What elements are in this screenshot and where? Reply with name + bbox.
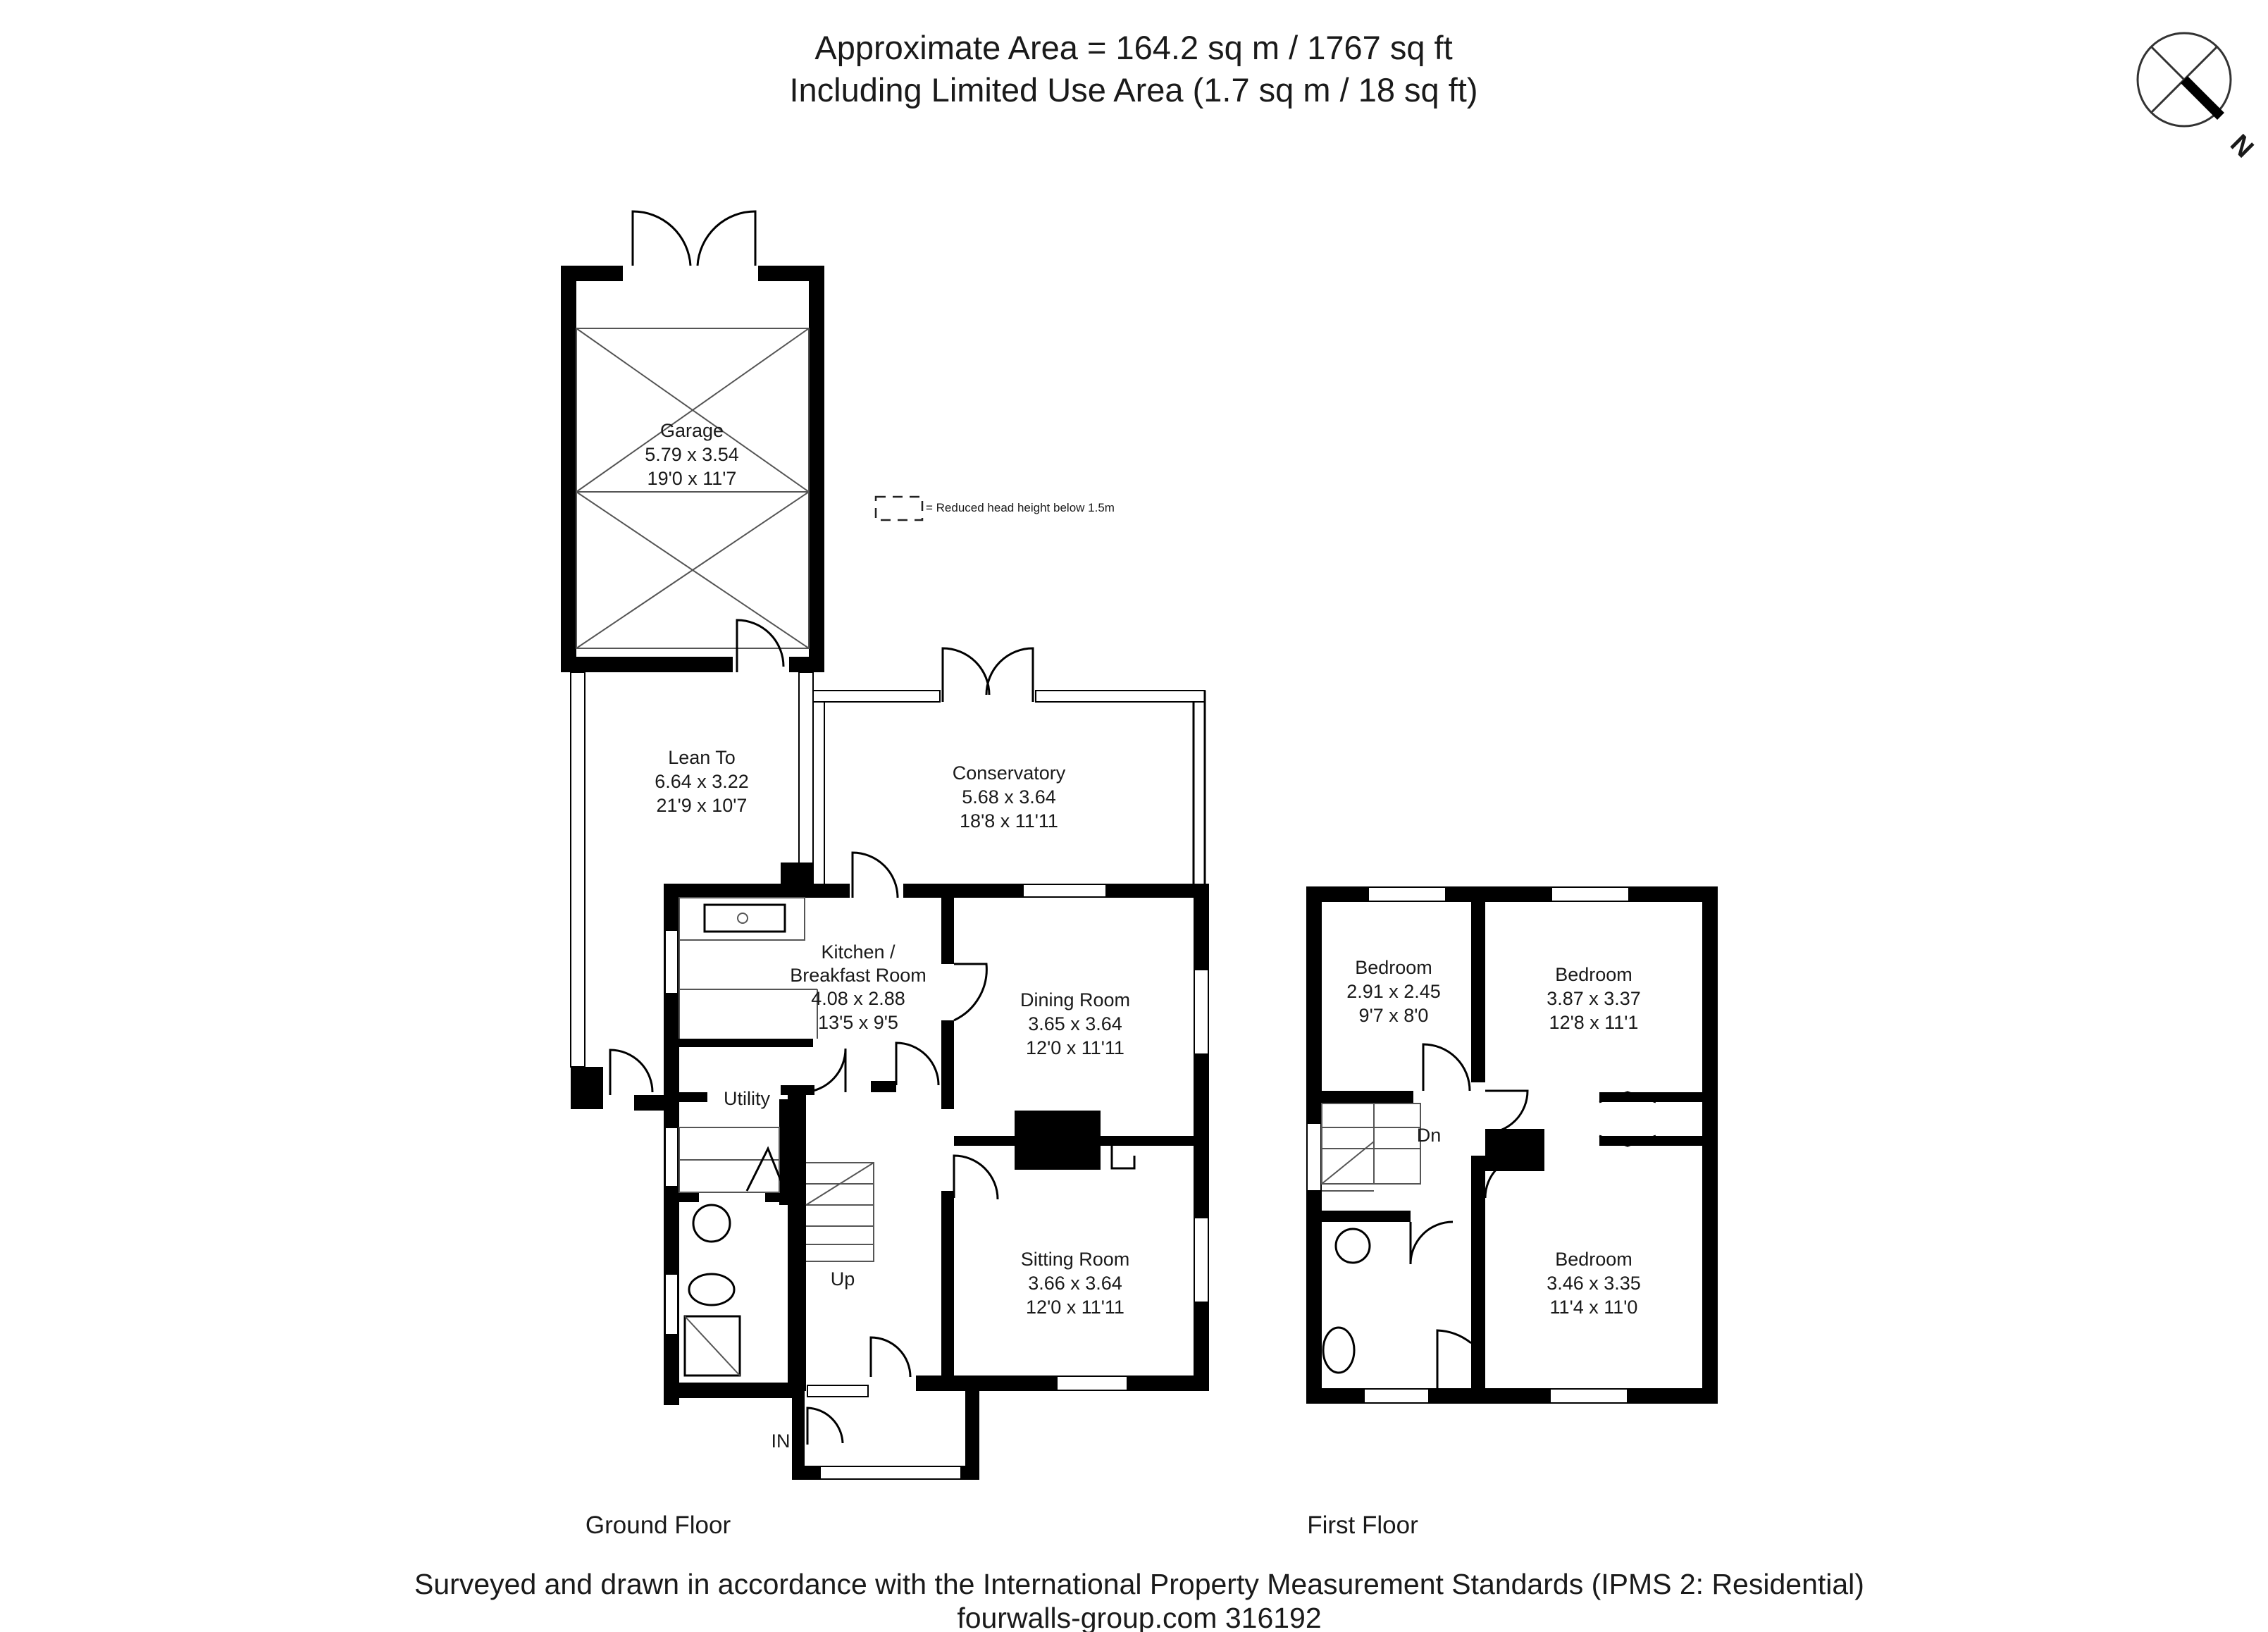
room-name: Kitchen / (821, 941, 896, 963)
room-lean-to: Lean To 6.64 x 3.22 21'9 x 10'7 (655, 747, 749, 816)
room-name: Conservatory (953, 762, 1066, 784)
ground-stairs (805, 1162, 874, 1262)
wardrobe-doors (1599, 1091, 1656, 1147)
right-bedroom-door (1485, 1089, 1529, 1135)
survey-standard-note: Surveyed and drawn in accordance with th… (414, 1568, 1864, 1600)
room-dim-m: 3.66 x 3.64 (1028, 1273, 1122, 1294)
garage-door (736, 619, 785, 672)
room-dim-ft: 19'0 x 11'7 (647, 468, 737, 489)
room-utility: Utility (724, 1088, 770, 1109)
kitchen-fittings (678, 851, 988, 1094)
fireplace-step (1110, 1146, 1136, 1170)
conservatory-walls (812, 647, 1206, 888)
garage-double-doors (631, 210, 757, 266)
room-name: Bedroom (1555, 964, 1632, 985)
room-kitchen: Kitchen / Breakfast Room 4.08 x 2.88 13'… (790, 941, 927, 1033)
room-dim-ft: 12'0 x 11'11 (1026, 1297, 1124, 1318)
kitchen-back-door (851, 851, 899, 898)
room-dining: Dining Room 3.65 x 3.64 12'0 x 11'11 (1020, 989, 1130, 1058)
room-bedroom-lower: Bedroom 3.46 x 3.35 11'4 x 11'0 (1547, 1249, 1641, 1318)
room-dim-m: 3.87 x 3.37 (1547, 988, 1641, 1009)
garage-ceiling-marks (576, 328, 810, 649)
north-compass-icon: N (2136, 32, 2259, 163)
area-summary: Approximate Area = 164.2 sq m / 1767 sq … (814, 29, 1452, 66)
room-name: Sitting Room (1021, 1249, 1130, 1270)
room-name: Bedroom (1355, 957, 1432, 978)
room-dim-m: 3.46 x 3.35 (1547, 1273, 1641, 1294)
legend-text: = Reduced head height below 1.5m (926, 501, 1115, 514)
room-dim-ft: 21'9 x 10'7 (657, 795, 748, 816)
stairs-down-label: Dn (1417, 1125, 1442, 1146)
room-dim-ft: 12'0 x 11'11 (1026, 1037, 1124, 1058)
legend: = Reduced head height below 1.5m (874, 495, 1115, 521)
front-hall-door (869, 1336, 912, 1378)
limited-use-area: Including Limited Use Area (1.7 sq m / 1… (789, 71, 1477, 109)
utility-fittings (678, 1127, 789, 1377)
room-conservatory: Conservatory 5.68 x 3.64 18'8 x 11'11 (953, 762, 1066, 832)
first-floor-label: First Floor (1307, 1512, 1418, 1539)
sitting-room-door (953, 1154, 999, 1200)
room-dim-ft: 12'8 x 11'1 (1549, 1012, 1639, 1033)
hall-kitchen-door (895, 1041, 940, 1086)
garage-walls (561, 266, 824, 672)
entrance-label: IN (772, 1430, 791, 1452)
first-floor-stairs (1321, 1103, 1421, 1192)
ground-floor-plan: Garage 5.79 x 3.54 19'0 x 11'7 Lean To 6… (561, 210, 1209, 1480)
room-sitting: Sitting Room 3.66 x 3.64 12'0 x 11'11 (1021, 1249, 1130, 1318)
sink-icon (703, 903, 786, 933)
shower-tray-icon (683, 1315, 741, 1377)
room-dim-m: 6.64 x 3.22 (655, 771, 749, 792)
ground-floor-label: Ground Floor (585, 1512, 731, 1539)
room-name-2: Breakfast Room (790, 965, 927, 986)
room-bedroom-small: Bedroom 2.91 x 2.45 9'7 x 8'0 (1346, 957, 1441, 1026)
first-floor-plan: Bedroom 2.91 x 2.45 9'7 x 8'0 Bedroom 3.… (1306, 886, 1718, 1404)
utility-door (804, 1048, 847, 1094)
first-floor-walls (1306, 886, 1718, 1404)
shower-icon (1436, 1329, 1472, 1388)
basin-icon (692, 1204, 731, 1243)
room-bedroom-right: Bedroom 3.87 x 3.37 12'8 x 11'1 (1547, 964, 1641, 1033)
porch-entrance-door (806, 1407, 844, 1445)
company-reference: fourwalls-group.com 316192 (957, 1602, 1321, 1632)
lower-bedroom-door (1484, 1154, 1528, 1199)
bathroom-door (1409, 1220, 1454, 1265)
toilet-icon (1322, 1326, 1356, 1374)
room-name: Bedroom (1555, 1249, 1632, 1270)
room-garage: Garage 5.79 x 3.54 19'0 x 11'7 (645, 420, 739, 489)
kitchen-dining-door (953, 963, 988, 1022)
room-dim-ft: 9'7 x 8'0 (1359, 1005, 1429, 1026)
room-dim-ft: 13'5 x 9'5 (818, 1012, 898, 1033)
room-name: Garage (660, 420, 724, 441)
room-dim-m: 5.79 x 3.54 (645, 444, 739, 465)
small-bedroom-door (1422, 1043, 1471, 1092)
room-dim-m: 4.08 x 2.88 (811, 988, 905, 1009)
lean-to-door (609, 1049, 654, 1095)
room-dim-m: 5.68 x 3.64 (962, 786, 1056, 808)
basin-icon (1334, 1228, 1371, 1264)
room-dim-ft: 11'4 x 11'0 (1550, 1297, 1638, 1318)
room-dim-m: 3.65 x 3.64 (1028, 1013, 1122, 1034)
room-dim-m: 2.91 x 2.45 (1346, 981, 1441, 1002)
room-name: Dining Room (1020, 989, 1130, 1010)
room-dim-ft: 18'8 x 11'11 (960, 810, 1058, 832)
main-house-walls (664, 884, 1209, 1480)
north-label: N (2224, 129, 2259, 163)
room-name: Lean To (668, 747, 736, 768)
toilet-icon (688, 1273, 736, 1306)
dashed-area-swatch (874, 495, 924, 521)
lean-to-walls (570, 672, 814, 1111)
stairs-up-label: Up (831, 1268, 855, 1290)
